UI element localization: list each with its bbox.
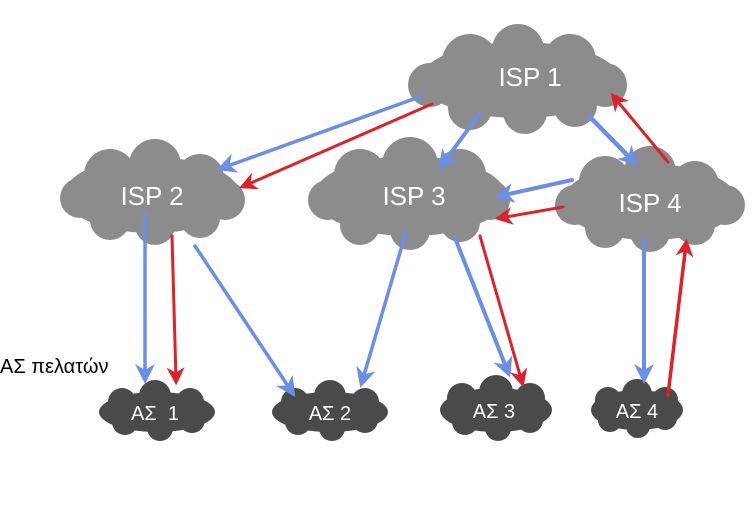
as1-cloud xyxy=(99,380,215,441)
arrow-isp1-to-isp4-blue xyxy=(587,114,639,167)
as4-label: ΑΣ 4 xyxy=(616,401,658,423)
arrow-isp1-to-isp2-blue xyxy=(216,94,424,173)
arrows xyxy=(135,92,694,397)
arrow-isp1-to-isp3-blue xyxy=(438,111,482,170)
arrow-isp2-to-as2-blue xyxy=(193,244,296,397)
isp4-label: ISP 4 xyxy=(618,188,681,218)
as3-label: ΑΣ 3 xyxy=(473,401,515,423)
isp2-cloud xyxy=(60,139,245,245)
isp4-cloud xyxy=(555,146,745,252)
arrow-as4-to-isp4-red xyxy=(666,238,694,397)
isp2-label: ISP 2 xyxy=(120,181,183,211)
arrow-isp4-to-isp1-red xyxy=(610,92,670,164)
arrow-isp1-to-isp2-red xyxy=(239,102,434,190)
isp3-label: ISP 3 xyxy=(382,181,445,211)
customer-as-label: ΑΣ πελατών xyxy=(0,356,109,378)
as2-cloud xyxy=(272,380,388,441)
isp1-label: ISP 1 xyxy=(498,62,561,92)
as1-label: ΑΣ 1 xyxy=(131,403,179,425)
arrow-isp4-to-isp3-red xyxy=(494,205,565,225)
as2-label: ΑΣ 2 xyxy=(309,403,351,425)
arrow-isp2-to-as1-red xyxy=(166,234,185,386)
arrow-isp4-to-isp3-blue xyxy=(494,178,574,203)
arrow-isp3-to-as2-blue xyxy=(356,230,408,388)
isp1-cloud xyxy=(408,24,627,134)
arrow-isp3-to-as3-red xyxy=(478,234,528,388)
isp3-cloud xyxy=(308,137,510,250)
arrow-isp3-to-as3-blue xyxy=(453,236,513,378)
as3-cloud xyxy=(440,375,552,441)
as4-cloud xyxy=(591,379,683,438)
